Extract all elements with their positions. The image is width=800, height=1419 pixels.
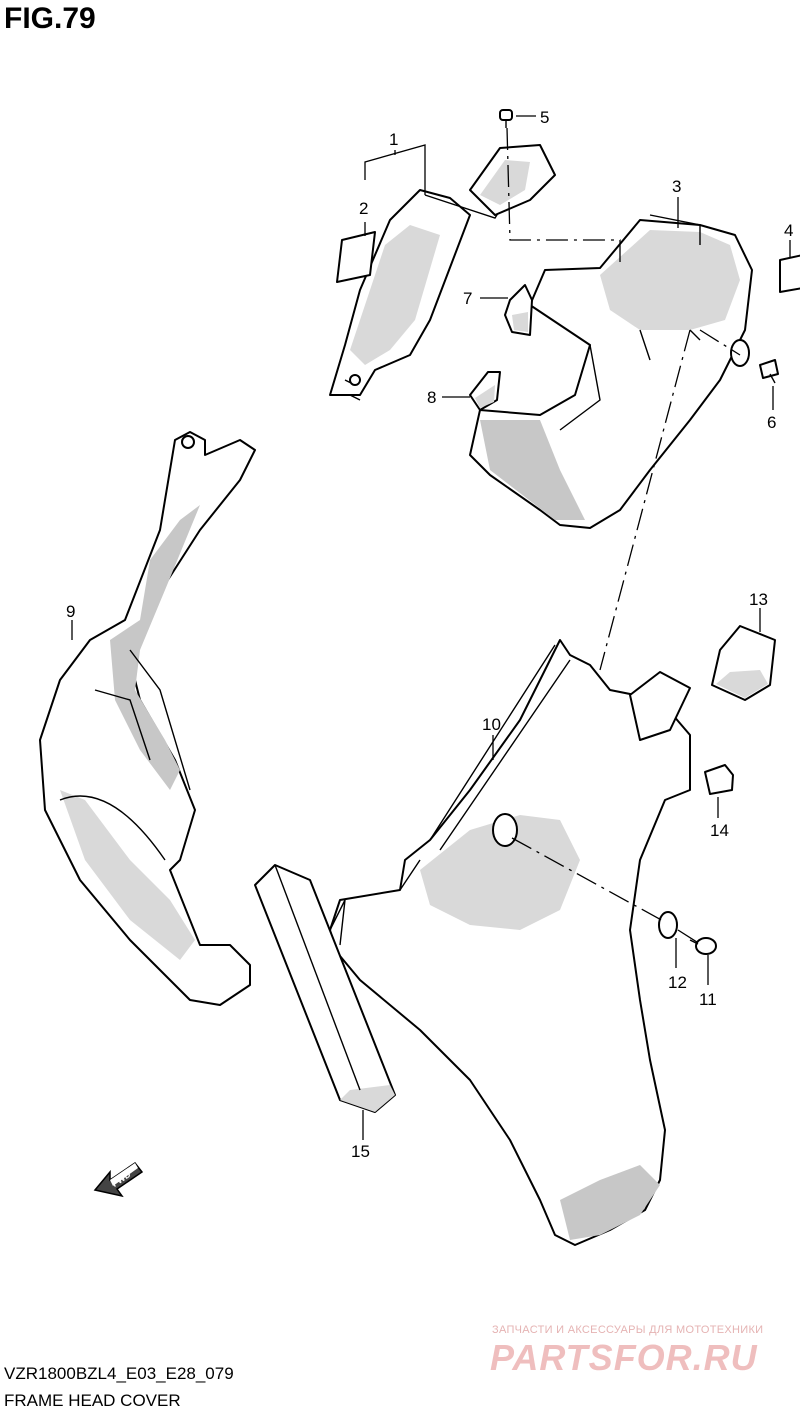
part-9-left-cover[interactable] [39,431,256,1006]
assembly-line-6 [699,329,741,356]
callout-1: 1 [389,130,398,149]
callout-7: 7 [463,289,472,308]
part-12-grommet[interactable] [658,911,678,939]
callout-13: 13 [749,590,768,609]
figure-title: FIG.79 [4,2,96,35]
part-5-clip[interactable] [469,109,556,216]
part-3-upper-cover[interactable] [469,214,753,529]
part-13-pad[interactable] [711,625,776,701]
watermark-logo: PARTSFOR.RU [490,1337,758,1378]
callout-2: 2 [359,199,368,218]
part-10-main-cover[interactable] [329,639,691,1246]
callout-11: 11 [699,990,717,1009]
watermark-tagline: ЗАПЧАСТИ И АКСЕССУАРЫ ДЛЯ МОТОТЕХНИКИ [492,1324,764,1336]
assembly-line-5 [506,127,621,268]
part-6-screw[interactable] [759,359,779,384]
callout-5: 5 [540,108,549,127]
assembly-line-3-10 [599,329,691,671]
fwd-arrow-icon: FWD [93,1161,144,1198]
leader-lines [71,115,791,1140]
callout-8: 8 [427,388,436,407]
part-15-foam-strip[interactable] [254,864,396,1113]
model-code: VZR1800BZL4_E03_E28_079 [4,1364,234,1383]
callout-10: 10 [482,715,501,734]
part-7-tab[interactable] [504,284,533,336]
diagram-caption: FRAME HEAD COVER [4,1391,181,1410]
callout-12: 12 [668,973,687,992]
part-1-bracket[interactable] [329,189,501,401]
callout-3: 3 [672,177,681,196]
assembly-line-11-12 [511,837,701,945]
part-4-pad[interactable] [779,254,800,293]
callout-9: 9 [66,602,75,621]
callout-4: 4 [784,221,793,240]
callout-6: 6 [767,413,776,432]
part-2-label[interactable] [336,231,376,283]
callout-14: 14 [710,821,729,840]
callout-15: 15 [351,1142,370,1161]
part-11-screw[interactable] [689,937,717,955]
part-8-tab[interactable] [469,371,501,411]
part-14-pad[interactable] [704,764,734,795]
